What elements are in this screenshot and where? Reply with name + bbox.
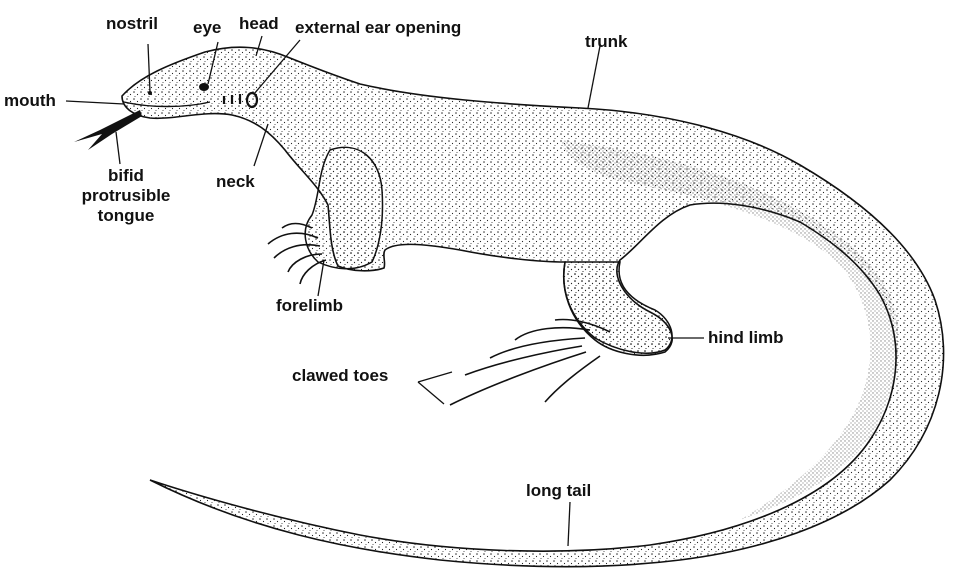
- label-external-ear-opening: external ear opening: [295, 18, 461, 38]
- label-head: head: [239, 14, 279, 34]
- tongue-shape: [74, 110, 142, 150]
- label-tongue-line-1: bifid: [72, 166, 180, 186]
- label-clawed-toes: clawed toes: [292, 366, 388, 386]
- label-trunk: trunk: [585, 32, 628, 52]
- label-hind-limb: hind limb: [708, 328, 784, 348]
- eye-shape: [199, 83, 209, 91]
- hind-limb-shape: [564, 262, 672, 353]
- label-nostril: nostril: [106, 14, 158, 34]
- label-bifid-protrusible-tongue: bifid protrusible tongue: [72, 166, 180, 226]
- label-long-tail: long tail: [526, 481, 591, 501]
- label-tongue-line-2: protrusible: [72, 186, 180, 206]
- label-eye: eye: [193, 18, 221, 38]
- label-mouth: mouth: [4, 91, 56, 111]
- label-neck: neck: [216, 172, 255, 192]
- label-tongue-line-3: tongue: [72, 206, 180, 226]
- label-forelimb: forelimb: [276, 296, 343, 316]
